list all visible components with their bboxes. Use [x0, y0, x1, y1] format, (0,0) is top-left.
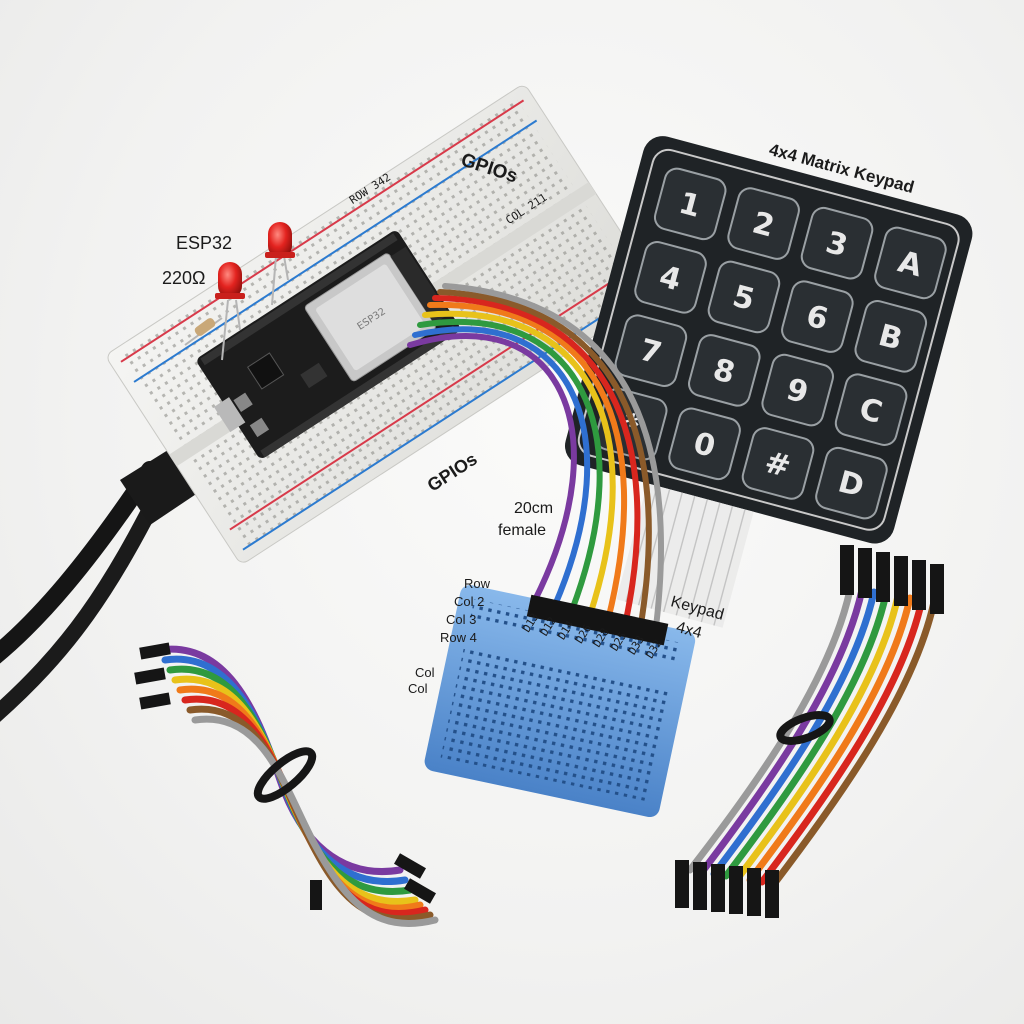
- col-label-a: Col: [415, 665, 435, 680]
- resistor-label: 220Ω: [162, 268, 206, 288]
- jumper-wire: [437, 289, 652, 633]
- keypad-key-7[interactable]: 7: [613, 313, 689, 389]
- jumper-wires: [407, 283, 664, 638]
- keypad-key-a[interactable]: A: [872, 225, 948, 301]
- col-label-b: Col: [408, 681, 428, 696]
- esp32-label: ESP32: [176, 233, 233, 253]
- jumper-wire: [407, 333, 577, 603]
- jumper-wire: [412, 326, 591, 608]
- cable-length-label: 20cm: [514, 500, 554, 517]
- cable-type-label: female: [498, 522, 547, 539]
- jumper-wire: [442, 283, 664, 638]
- row-label: Row: [464, 576, 491, 591]
- keypad-key-hash[interactable]: #: [740, 425, 816, 501]
- led-right: [265, 222, 295, 306]
- keypad-key-0[interactable]: 0: [667, 406, 743, 482]
- col-3-label: Col 3: [446, 612, 477, 627]
- keypad-key-5[interactable]: 5: [706, 259, 782, 335]
- keypad-key-3[interactable]: 3: [799, 205, 875, 281]
- row-4-label: Row 4: [440, 630, 477, 645]
- keypad-key-b[interactable]: B: [853, 298, 929, 374]
- keypad-key-9[interactable]: 9: [760, 352, 836, 428]
- keypad-key-d[interactable]: D: [813, 445, 889, 521]
- jumper-bundle-right: [675, 545, 944, 918]
- jumper-wire: [432, 295, 641, 628]
- keypad-key-2[interactable]: 2: [726, 186, 802, 262]
- led-left: [215, 262, 245, 361]
- jumper-wire: [417, 318, 603, 613]
- esp32-board: ESP32: [197, 231, 460, 458]
- keypad-key-1[interactable]: 1: [652, 166, 728, 242]
- keypad-key-8[interactable]: 8: [686, 332, 762, 408]
- jumper-bundle-left: [134, 642, 439, 927]
- resistor: [184, 317, 223, 346]
- keypad-key-c[interactable]: C: [833, 372, 909, 448]
- jumper-wire: [422, 310, 616, 618]
- keypad-key-6[interactable]: 6: [779, 279, 855, 355]
- col-2-label: Col 2: [454, 594, 485, 609]
- jumper-wire: [427, 301, 628, 623]
- keypad-key-4[interactable]: 4: [633, 239, 709, 315]
